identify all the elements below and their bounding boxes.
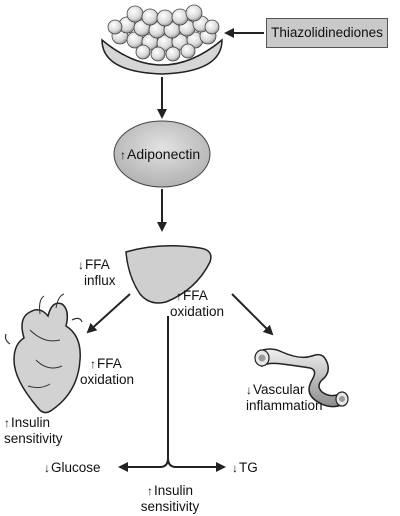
thiazolidinediones-box: Thiazolidinediones <box>266 18 388 48</box>
heart-ffa-oxidation-line1: FFA <box>97 356 122 371</box>
heart-icon <box>4 293 83 414</box>
adiponectin-label: ↑Adiponectin <box>120 146 200 163</box>
adiponectin-ellipse <box>113 120 211 188</box>
liver-to-vessel-arrow <box>231 293 274 336</box>
liver-to-heart-arrow <box>86 293 131 334</box>
blood-vessel-icon <box>254 348 349 408</box>
ffa-influx-line1: FFA <box>85 257 110 272</box>
ffa-influx-line2: influx <box>84 273 116 288</box>
vascular-line2: inflammation <box>246 398 323 413</box>
up-arrow-icon: ↑ <box>176 289 182 303</box>
heart-insulin-sensitivity-label: ↑Insulin sensitivity <box>4 415 63 447</box>
up-arrow-icon: ↑ <box>4 416 10 430</box>
systemic-insulin-line2: sensitivity <box>140 499 200 514</box>
heart-ffa-oxidation-label: ↑FFA oxidation <box>80 356 134 388</box>
up-arrow-icon: ↑ <box>90 357 96 371</box>
up-arrow-icon: ↑ <box>120 148 126 162</box>
down-arrow-icon: ↓ <box>246 383 252 397</box>
heart-insulin-line2: sensitivity <box>4 431 63 446</box>
liver-ffa-oxidation-label: ↑FFA oxidation <box>170 288 224 320</box>
systemic-branch-arrows <box>118 316 226 472</box>
up-arrow-icon: ↑ <box>146 484 153 498</box>
down-arrow-icon: ↓ <box>44 461 50 475</box>
ffa-influx-label: ↓FFA influx <box>78 257 116 289</box>
heart-ffa-oxidation-line2: oxidation <box>80 372 135 387</box>
liver-ffa-oxidation-line2: oxidation <box>170 304 225 319</box>
liver-icon <box>125 245 212 304</box>
liver-ffa-oxidation-line1: FFA <box>183 288 208 303</box>
systemic-insulin-line1: Insulin <box>153 483 194 498</box>
tg-label: ↓TG <box>232 460 258 476</box>
vascular-line1: Vascular <box>253 382 305 397</box>
systemic-insulin-sensitivity-label: ↑Insulin sensitivity <box>120 483 220 515</box>
vascular-inflammation-label: ↓Vascular inflammation <box>246 382 323 414</box>
down-arrow-icon: ↓ <box>78 258 84 272</box>
glucose-text: Glucose <box>51 460 101 475</box>
adipose-tissue-icon <box>101 4 223 75</box>
down-arrow-icon: ↓ <box>232 461 238 475</box>
thiazolidinediones-label: Thiazolidinediones <box>271 25 383 40</box>
glucose-label: ↓Glucose <box>44 460 101 476</box>
tg-text: TG <box>239 460 258 475</box>
heart-insulin-line1: Insulin <box>11 415 51 430</box>
adiponectin-text: Adiponectin <box>127 146 201 162</box>
